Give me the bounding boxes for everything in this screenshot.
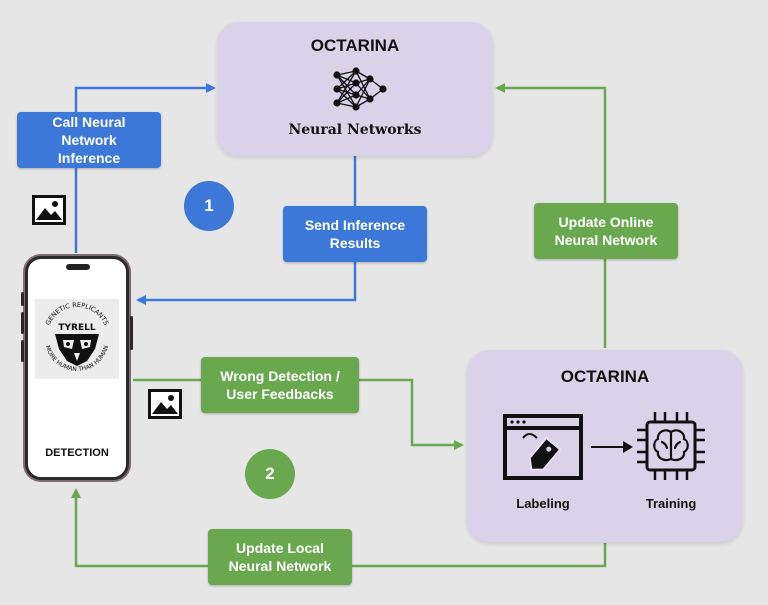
call-inference-line (74, 83, 216, 253)
mobile-phone: GENETIC REPLICANTS MORE HUMAN THAN HUMAN… (25, 256, 129, 480)
tyrell-logo: GENETIC REPLICANTS MORE HUMAN THAN HUMAN… (35, 299, 119, 379)
image-icon (32, 195, 66, 225)
update-local-label: Update Local Neural Network (208, 529, 352, 585)
phone-side-button (21, 340, 24, 362)
logo-name-text: TYRELL (58, 323, 95, 333)
server-top-title: OCTARINA (310, 36, 400, 55)
send-results-line (136, 156, 357, 305)
phone-side-button (130, 316, 133, 350)
step-one-badge: 1 (184, 181, 234, 231)
brain-chip-icon (637, 412, 705, 480)
neural-network-icon (333, 67, 387, 111)
labeling-caption: Labeling (516, 496, 570, 511)
send-results-label: Send Inference Results (283, 206, 427, 262)
server-bottom-title: OCTARINA (560, 367, 650, 386)
server-top-subtitle: Neural Networks (288, 122, 422, 138)
phone-side-button (21, 312, 24, 334)
server-panel-bottom: OCTARINA Labeling Training (467, 350, 743, 542)
call-inference-label: Call Neural Network Inference (17, 112, 161, 168)
tyrell-owl-emblem-icon: GENETIC REPLICANTS MORE HUMAN THAN HUMAN… (44, 301, 110, 373)
detection-screen-label: DETECTION (45, 447, 109, 459)
training-caption: Training (645, 496, 697, 511)
arrow-right-icon (591, 441, 633, 453)
update-online-line (495, 83, 607, 348)
phone-notch (66, 264, 90, 270)
update-online-label: Update Online Neural Network (534, 203, 678, 259)
labeling-icon (503, 414, 583, 480)
server-panel-top: OCTARINA Neural Networks (217, 22, 493, 156)
wrong-detection-label: Wrong Detection / User Feedbacks (201, 357, 359, 413)
phone-side-button (21, 292, 24, 306)
image-icon (148, 389, 182, 419)
step-two-badge: 2 (245, 449, 295, 499)
